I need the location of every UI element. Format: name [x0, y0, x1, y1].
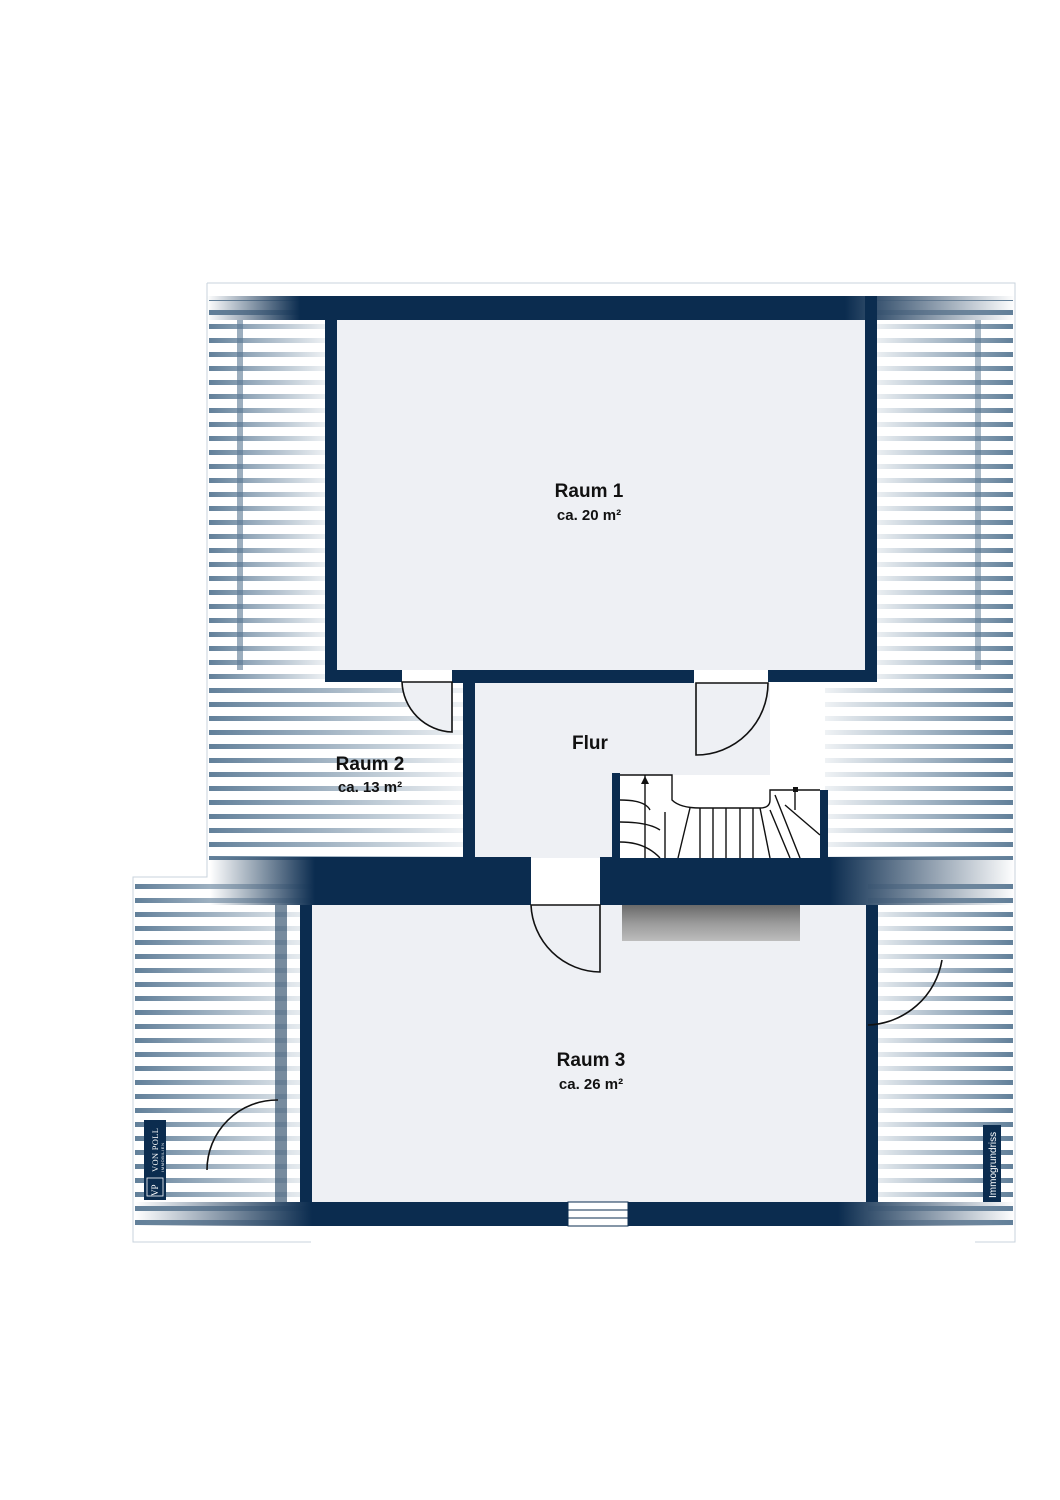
- heater: [622, 905, 800, 941]
- raum3-name: Raum 3: [557, 1050, 626, 1071]
- raum1-area: ca. 20 m²: [557, 507, 621, 524]
- window: [567, 1201, 629, 1227]
- door-raum2: [401, 681, 453, 733]
- logo-mark: VP: [150, 1184, 160, 1196]
- raum2-area: ca. 13 m²: [338, 779, 402, 796]
- door-raum1: [695, 682, 769, 756]
- flur-name: Flur: [572, 733, 608, 754]
- doors: [206, 681, 943, 1171]
- immogrundriss-tag: Immogrundriss: [983, 1125, 1001, 1202]
- watermark-text: Immogrundriss: [988, 1132, 999, 1198]
- von-poll-logo: VP VON POLL IMMOBILIEN: [144, 1120, 166, 1200]
- door-raum3-right: [867, 959, 943, 1026]
- raum1-name: Raum 1: [555, 481, 624, 502]
- logo-sub: IMMOBILIEN: [160, 1142, 165, 1172]
- raum3-area: ca. 26 m²: [559, 1076, 623, 1093]
- outer-outline: [132, 282, 1016, 1243]
- logo-name: VON POLL: [150, 1128, 160, 1172]
- door-raum3: [530, 904, 601, 973]
- staircase: [619, 774, 821, 859]
- walls: [135, 296, 1015, 1226]
- door-raum3-left: [206, 1099, 279, 1171]
- raum2-name: Raum 2: [336, 754, 405, 775]
